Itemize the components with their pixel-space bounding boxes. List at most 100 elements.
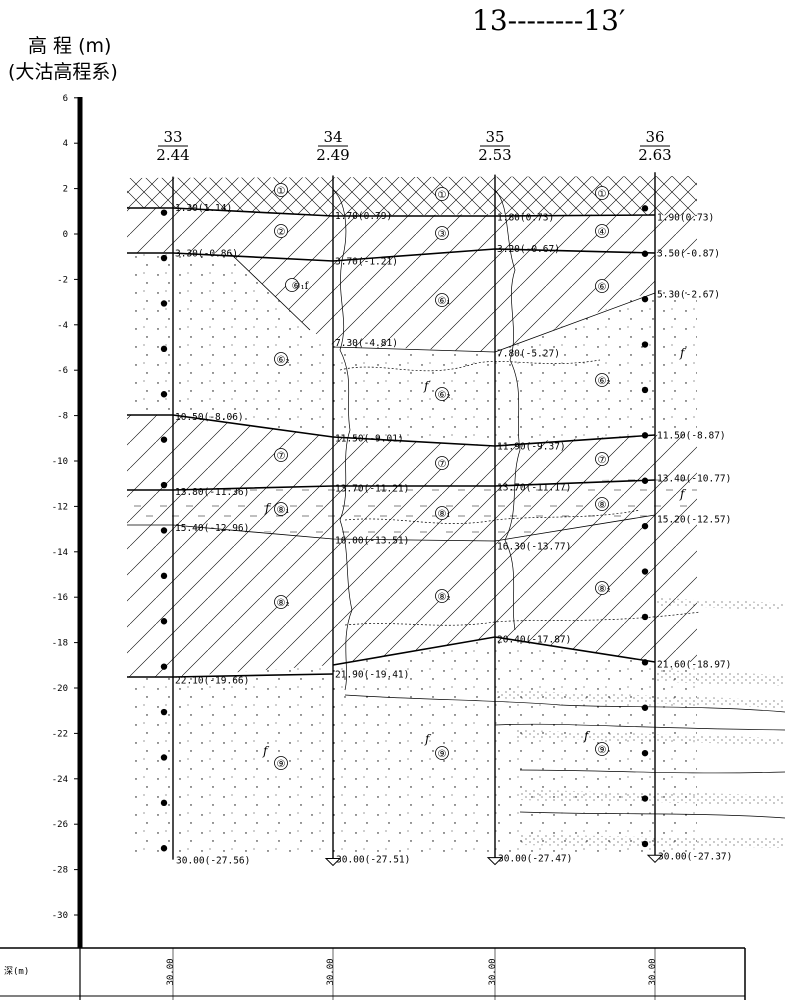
symbol-f: f	[679, 487, 687, 501]
borehole-bottom-label: 30.00(-27.47)	[498, 854, 572, 865]
symbol-f: f	[262, 744, 270, 758]
axis-tick-label: -2	[57, 275, 68, 285]
svg-text:⑧₂: ⑧₂	[277, 598, 290, 609]
stratum-label: ⑥₁f	[285, 278, 310, 292]
borehole-id: 35	[485, 128, 504, 146]
borehole-surface-elevation: 2.53	[478, 146, 511, 164]
stratum-label: ⑨	[274, 756, 288, 770]
sample-point	[160, 345, 168, 353]
sample-point	[641, 205, 649, 212]
axis-tick-label: -6	[57, 366, 68, 376]
borehole-bottom-label: 30.00(-27.37)	[658, 851, 732, 862]
elevation-axis: 6420-2-4-6-8-10-12-14-16-18-20-22-24-26-…	[52, 94, 83, 948]
sample-point	[641, 840, 649, 848]
stratum-label: ④	[595, 224, 609, 238]
stratum-label: ⑥₂	[595, 373, 610, 387]
table-total-depth: 30.00	[326, 958, 336, 985]
stratum-boundaries-thin	[127, 252, 656, 542]
axis-tick-label: -24	[52, 775, 68, 785]
table-total-depth: 30.00	[166, 958, 176, 985]
layer-depth-label: 15.20(-12.57)	[657, 514, 731, 525]
layer-depth-label: 11.90(-9.37)	[497, 442, 566, 453]
elevation-axis-label: 高 程 (m)	[28, 35, 111, 57]
axis-tick-label: -22	[52, 729, 68, 739]
layer-depth-label: 13.40(-10.77)	[657, 473, 731, 484]
layer-depth-label: 13.70(-11.17)	[497, 483, 571, 494]
layer-depth-label: 1.90(0.73)	[657, 212, 714, 223]
table-depth-header: 深(m)	[4, 966, 29, 977]
stratum-label: ①	[435, 187, 449, 201]
symbol-f-marks: f f f f f f f	[262, 346, 687, 758]
table-total-depth: 30.00	[488, 958, 498, 985]
sample-point	[160, 527, 168, 534]
svg-text:⑨: ⑨	[438, 749, 447, 760]
sample-point	[160, 254, 168, 262]
sample-point	[160, 481, 168, 489]
borehole-bottom-label: 30.00(-27.51)	[336, 854, 410, 865]
bottom-table: 深(m) 30.00 30.00 30.00 30.00	[0, 947, 746, 1000]
layer-depth-label: 10.50(-8.06)	[175, 412, 244, 423]
svg-text:⑥₂: ⑥₂	[438, 390, 451, 401]
layer-depth-label: 13.70(-11.21)	[335, 483, 409, 494]
axis-tick-label: -28	[52, 866, 68, 876]
stratum-label: ⑧₂	[595, 581, 611, 595]
strata-fills	[127, 176, 785, 855]
symbol-f: f	[423, 379, 431, 393]
sample-point	[160, 754, 168, 761]
axis-tick-label: -20	[52, 684, 68, 694]
borehole-bottom-label: 30.00(-27.56)	[176, 856, 250, 867]
borehole-id: 33	[163, 128, 182, 146]
sample-point	[641, 704, 649, 711]
stratum-label: ⑦	[595, 452, 609, 466]
svg-text:⑨: ⑨	[277, 759, 286, 770]
borehole-surface-elevation: 2.49	[316, 146, 349, 164]
svg-text:⑥₁f: ⑥₁f	[292, 281, 310, 292]
sample-point	[160, 618, 168, 625]
svg-text:②: ②	[277, 227, 286, 238]
svg-text:⑧₂: ⑧₂	[598, 584, 611, 595]
borehole-id: 34	[323, 128, 342, 146]
sample-point	[160, 209, 168, 216]
svg-text:⑨: ⑨	[598, 745, 607, 756]
sample-point	[641, 250, 649, 257]
svg-text:⑧: ⑧	[598, 500, 607, 511]
axis-tick-label: 4	[63, 139, 68, 149]
sample-point	[160, 436, 168, 443]
layer-depth-label: 11.50(-8.87)	[657, 430, 726, 441]
borehole-36: 362.63 30.00(-27.37) 1.90(0.73) 3.50(-0.87)…	[638, 128, 732, 864]
borehole-bottom-marker	[324, 857, 342, 867]
sample-point	[641, 613, 649, 621]
sample-point	[641, 795, 649, 802]
svg-text:⑥₂: ⑥₂	[277, 355, 290, 366]
axis-tick-label: 0	[63, 230, 68, 240]
svg-text:④: ④	[598, 227, 607, 238]
svg-text:⑧₁: ⑧₁	[438, 509, 451, 520]
sample-point	[160, 799, 168, 807]
stratum-boundaries	[127, 207, 656, 678]
borehole-surface-elevation: 2.63	[638, 146, 671, 164]
stratum-label: ⑥	[595, 279, 609, 293]
svg-text:⑦: ⑦	[438, 459, 447, 470]
borehole-bottom-marker	[486, 857, 504, 866]
layer-depth-label: 7.80(-5.27)	[497, 349, 560, 360]
table-total-depth: 30.00	[648, 958, 658, 985]
svg-text:①: ①	[598, 189, 607, 200]
elevation-datum-label: (大沽高程系)	[8, 61, 118, 83]
svg-text:⑥: ⑥	[598, 282, 607, 293]
stratum-label: ⑧₂	[435, 589, 450, 603]
elevation-tick-group: 6420-2-4-6-8-10-12-14-16-18-20-22-24-26-…	[52, 94, 80, 921]
stratum-label: ⑥₁	[435, 293, 451, 307]
svg-text:⑥₁: ⑥₁	[438, 296, 451, 307]
stratum-label: ⑧	[595, 497, 609, 511]
layer-depth-label: 5.30(-2.67)	[657, 290, 720, 301]
stratum-label: ⑨	[595, 742, 609, 756]
stratum-label: ⑨	[435, 746, 449, 760]
layer-depth-label: 3.50(-0.87)	[657, 249, 720, 260]
axis-tick-label: -30	[52, 911, 68, 921]
stratum-label: ⑥₂	[274, 352, 290, 366]
borehole-id: 36	[645, 128, 664, 146]
svg-text:①: ①	[438, 190, 447, 201]
axis-tick-label: -8	[57, 412, 68, 422]
svg-text:⑦: ⑦	[598, 455, 607, 466]
